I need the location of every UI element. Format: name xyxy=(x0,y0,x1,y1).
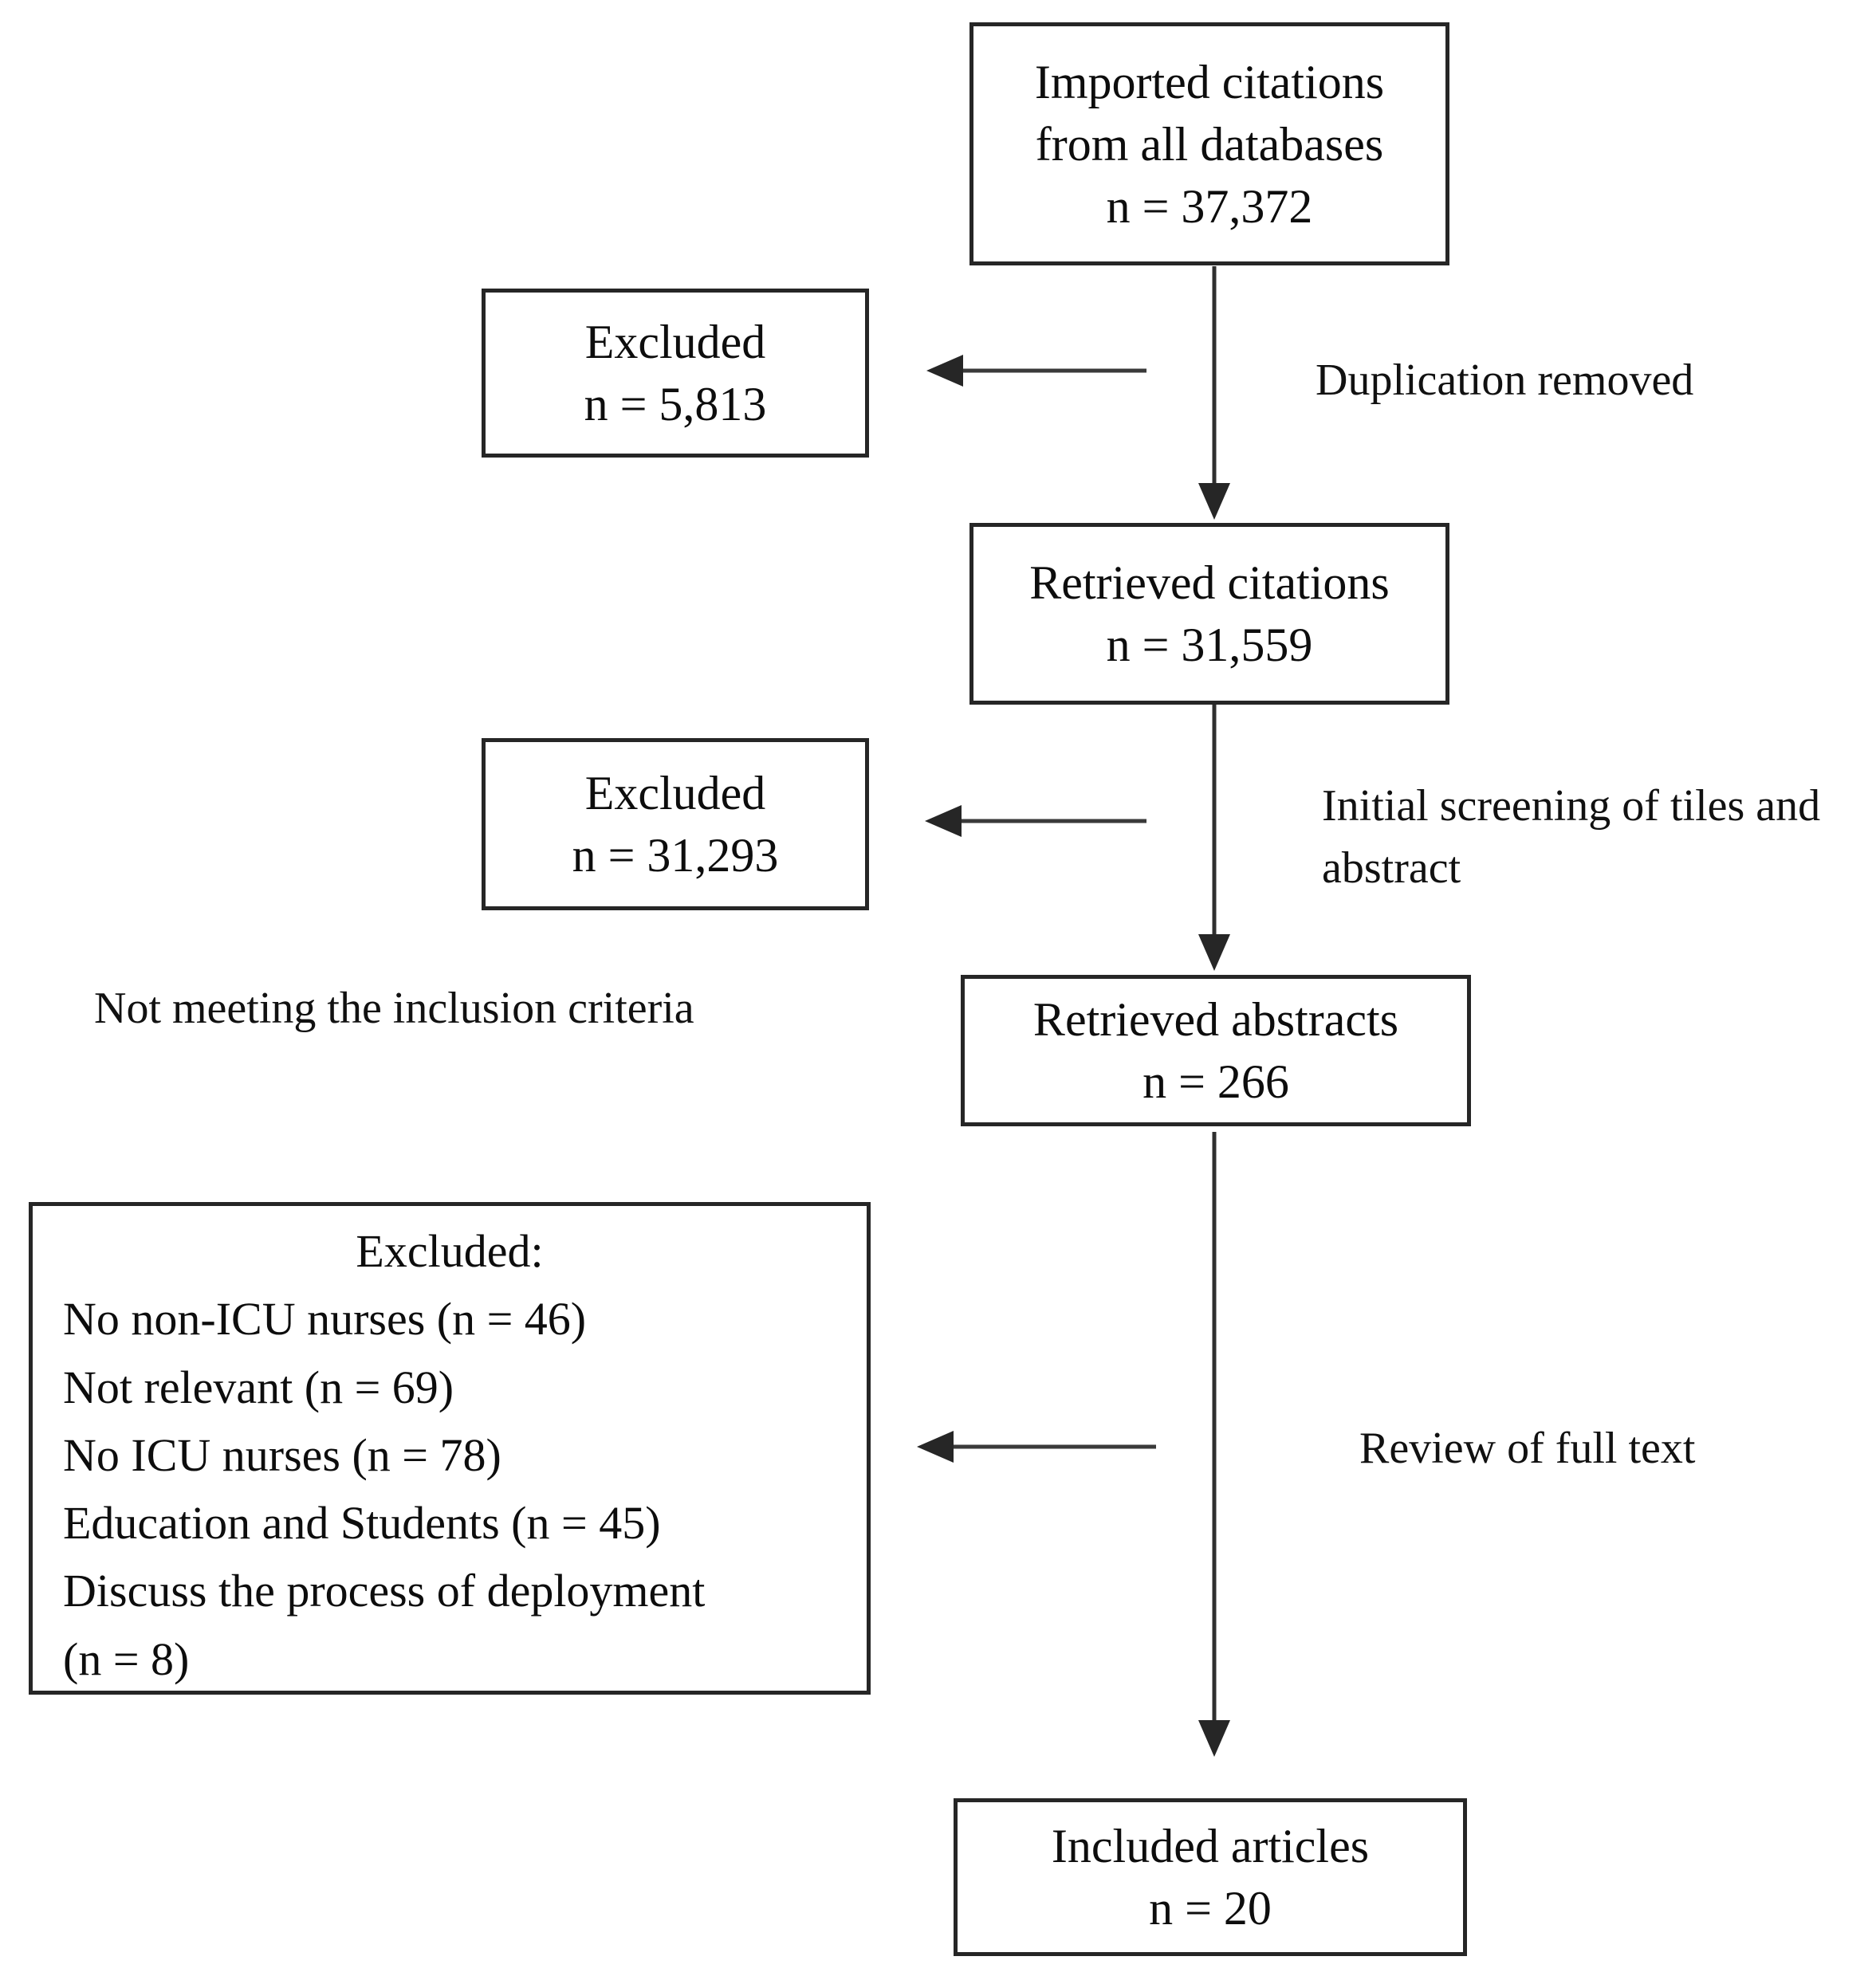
arrowhead-left-icon xyxy=(926,355,963,387)
arrow-shaft xyxy=(1212,705,1217,939)
arrow-to-excluded-screening xyxy=(925,803,1146,839)
node-retrieved-citations-line1: Retrieved citations xyxy=(1029,556,1390,609)
node-excluded-screening-count: n = 31,293 xyxy=(572,829,779,882)
node-retrieved-citations: Retrieved citations n = 31,559 xyxy=(969,523,1449,705)
node-imported-citations-count: n = 37,372 xyxy=(1106,179,1313,233)
arrow-to-excluded-duplicates xyxy=(926,353,1146,388)
node-excluded-duplicates-count: n = 5,813 xyxy=(584,378,767,430)
arrow-shaft xyxy=(1212,1132,1217,1725)
arrowhead-down-icon xyxy=(1198,1720,1230,1757)
node-retrieved-abstracts: Retrieved abstracts n = 266 xyxy=(961,975,1471,1126)
exclusion-reason: Education and Students (n = 45) xyxy=(63,1497,661,1549)
node-excluded-fulltext-heading: Excluded: xyxy=(356,1225,544,1277)
exclusion-reason: Discuss the process of deployment xyxy=(63,1565,706,1617)
exclusion-reason: Not relevant (n = 69) xyxy=(63,1361,454,1413)
arrowhead-down-icon xyxy=(1198,483,1230,520)
arrow-shaft xyxy=(958,368,1146,373)
node-included-articles-line1: Included articles xyxy=(1051,1820,1370,1872)
node-imported-citations: Imported citations from all databases n … xyxy=(969,22,1449,265)
node-excluded-screening: Excluded n = 31,293 xyxy=(482,738,869,910)
node-included-articles-count: n = 20 xyxy=(1149,1882,1272,1935)
arrow-shaft xyxy=(957,819,1146,823)
node-retrieved-abstracts-count: n = 266 xyxy=(1143,1055,1289,1108)
node-imported-citations-line1: Imported citations xyxy=(1034,55,1385,108)
exclusion-reason: (n = 8) xyxy=(63,1632,190,1685)
exclusion-reason: No non-ICU nurses (n = 46) xyxy=(63,1293,587,1346)
node-excluded-duplicates-line1: Excluded xyxy=(584,316,766,368)
edge-label-not-meeting-criteria: Not meeting the inclusion criteria xyxy=(94,984,694,1033)
arrow-retrieved-citations-to-abstracts xyxy=(1197,705,1232,971)
arrowhead-down-icon xyxy=(1198,934,1230,971)
node-excluded-screening-line1: Excluded xyxy=(584,767,766,819)
edge-label-duplication-removed: Duplication removed xyxy=(1316,356,1694,405)
exclusion-reason: No ICU nurses (n = 78) xyxy=(63,1428,501,1481)
node-excluded-duplicates: Excluded n = 5,813 xyxy=(482,289,869,458)
node-retrieved-citations-count: n = 31,559 xyxy=(1106,619,1313,671)
edge-label-initial-screening-line1: Initial screening of tiles and xyxy=(1322,781,1821,831)
edge-label-review-full-text: Review of full text xyxy=(1359,1424,1696,1473)
arrow-shaft xyxy=(1212,266,1217,488)
arrow-abstracts-to-included xyxy=(1197,1132,1232,1757)
arrow-to-excluded-fulltext xyxy=(917,1429,1156,1464)
arrowhead-left-icon xyxy=(917,1431,954,1463)
node-excluded-fulltext: Excluded: No non-ICU nurses (n = 46) Not… xyxy=(29,1202,871,1695)
edge-label-initial-screening-line2: abstract xyxy=(1322,843,1461,894)
node-included-articles: Included articles n = 20 xyxy=(954,1798,1467,1956)
node-retrieved-abstracts-line1: Retrieved abstracts xyxy=(1032,993,1399,1046)
arrow-shaft xyxy=(949,1444,1156,1449)
arrowhead-left-icon xyxy=(925,805,962,837)
edge-label-initial-screening: Initial screening of tiles and abstract xyxy=(1322,775,1876,900)
arrow-imported-to-retrieved-citations xyxy=(1197,266,1232,520)
node-imported-citations-line2: from all databases xyxy=(1035,117,1384,171)
